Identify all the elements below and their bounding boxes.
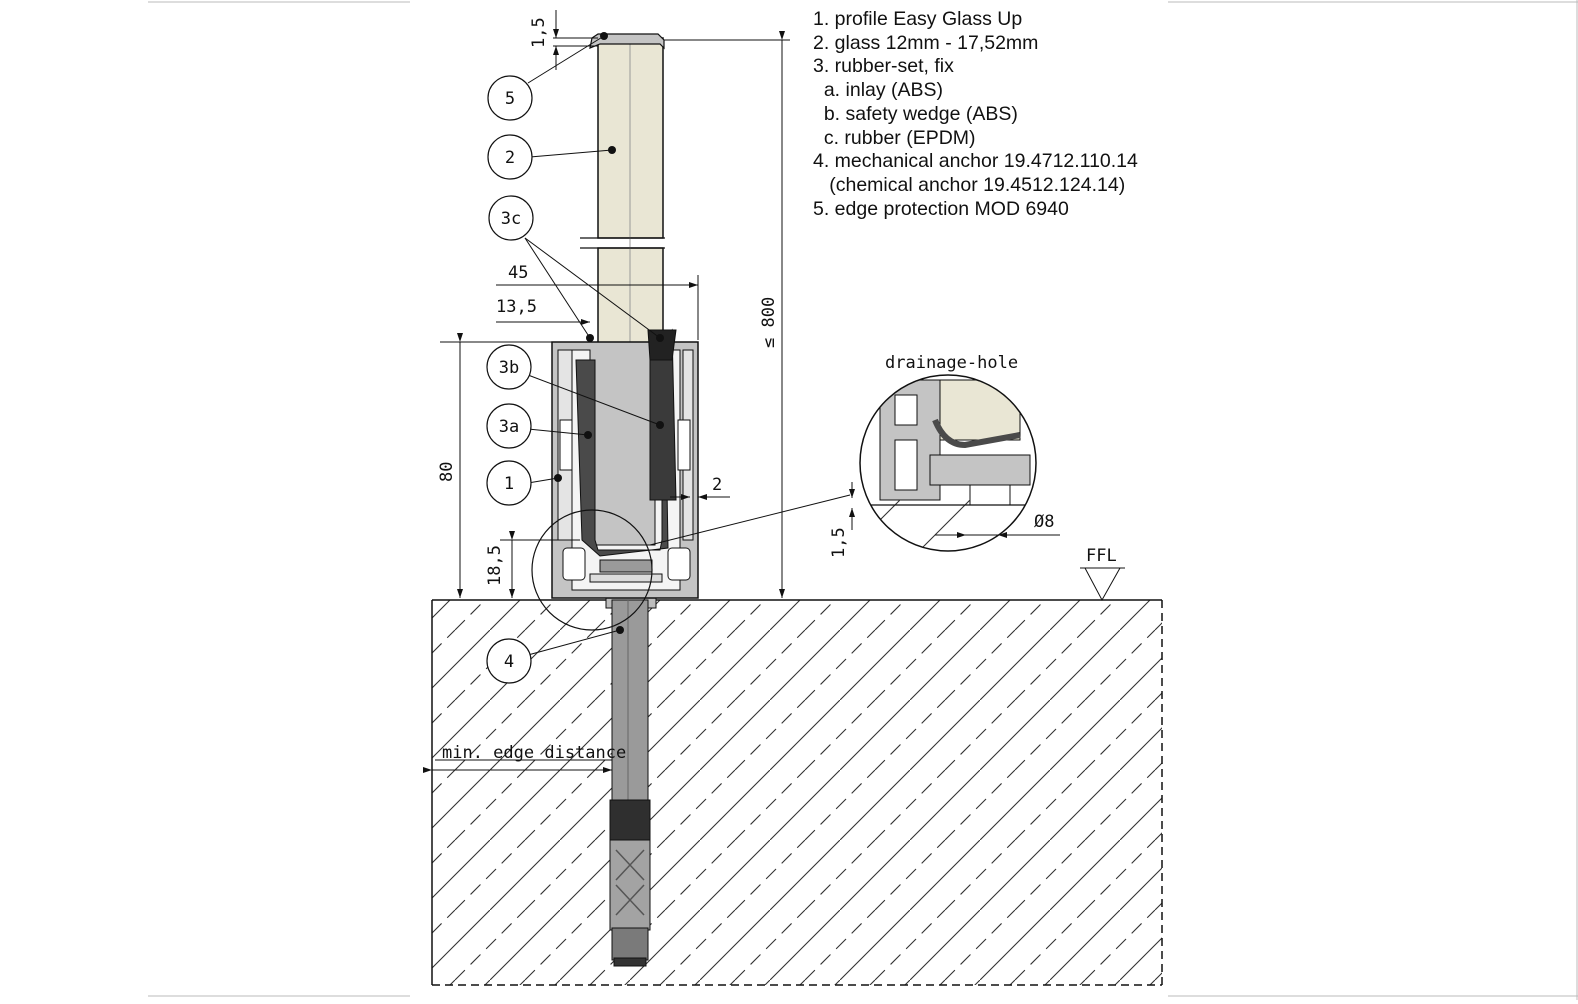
label-drainage-hole: drainage-hole xyxy=(885,353,1018,373)
legend-item-5: 5. edge protection MOD 6940 xyxy=(813,197,1069,220)
callout-3b: 3b xyxy=(486,344,532,390)
dimension-lines xyxy=(423,10,1125,773)
legend-item-3b: b. safety wedge (ABS) xyxy=(813,102,1018,125)
svg-text:2: 2 xyxy=(505,148,515,168)
legend-item-3: 3. rubber-set, fix xyxy=(813,55,954,78)
svg-text:3a: 3a xyxy=(499,417,519,437)
svg-text:5: 5 xyxy=(505,89,515,109)
aluminium-profile xyxy=(551,341,699,599)
label-min-edge-distance: min. edge distance xyxy=(442,743,626,763)
dim-45: 45 xyxy=(508,263,528,283)
callout-3c: 3c xyxy=(488,195,534,241)
svg-text:3c: 3c xyxy=(501,209,521,229)
concrete-slab xyxy=(431,599,1163,986)
leader-lines xyxy=(524,35,661,656)
legend-item-3c: c. rubber (EPDM) xyxy=(813,126,976,149)
rubber-set xyxy=(575,328,677,557)
callout-4: 4 xyxy=(486,638,532,684)
leader-dots xyxy=(554,32,664,634)
legend-item-4-alt: (chemical anchor 19.4512.124.14) xyxy=(813,173,1126,196)
anchor-bolt xyxy=(605,597,657,967)
label-ffl: FFL xyxy=(1086,546,1117,566)
svg-text:1: 1 xyxy=(504,474,514,494)
dim-13-5: 13,5 xyxy=(496,297,537,317)
dim-1-5-top: 1,5 xyxy=(529,17,549,48)
dim-800: ≤ 800 xyxy=(759,297,779,348)
legend: 1. profile Easy Glass Up 2. glass 12mm -… xyxy=(813,8,1138,221)
dim-1-5-detail: 1,5 xyxy=(829,527,849,558)
callout-5: 5 xyxy=(487,75,533,121)
legend-item-2: 2. glass 12mm - 17,52mm xyxy=(813,31,1039,54)
dim-2: 2 xyxy=(712,475,722,495)
dim-diameter-8: Ø8 xyxy=(1034,512,1054,532)
callout-2: 2 xyxy=(487,134,533,180)
svg-text:3b: 3b xyxy=(499,358,519,378)
legend-item-1: 1. profile Easy Glass Up xyxy=(813,8,1023,30)
svg-text:4: 4 xyxy=(504,652,514,672)
detail-marker-circle xyxy=(531,509,653,631)
legend-item-4: 4. mechanical anchor 19.4712.110.14 xyxy=(813,150,1138,173)
drainage-detail xyxy=(859,374,1037,552)
dim-80: 80 xyxy=(437,462,457,482)
callout-3a: 3a xyxy=(486,403,532,449)
legend-item-3a: a. inlay (ABS) xyxy=(813,79,944,102)
dim-18-5: 18,5 xyxy=(485,545,505,586)
callout-1: 1 xyxy=(486,460,532,506)
